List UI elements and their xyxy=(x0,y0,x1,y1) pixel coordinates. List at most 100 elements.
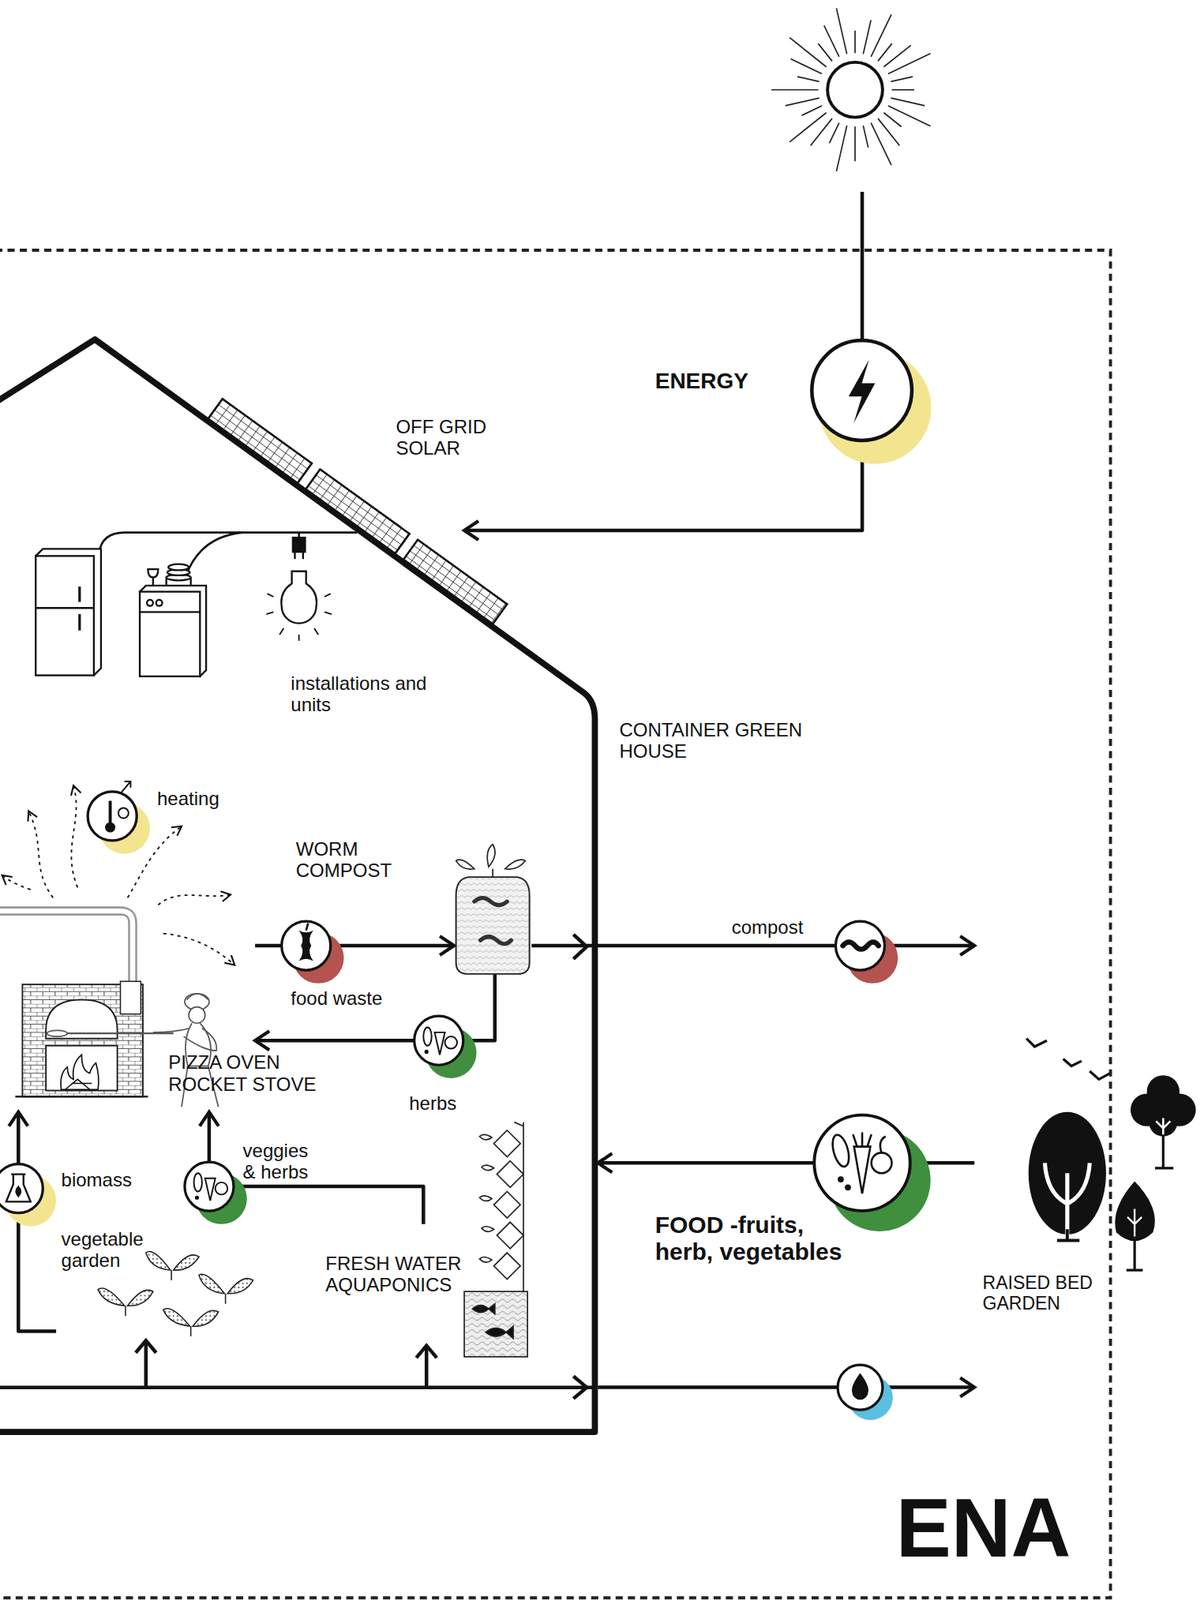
sun xyxy=(860,191,865,340)
food-icon xyxy=(871,1152,893,1174)
sun xyxy=(892,89,915,91)
vegetable-garden-leaves xyxy=(97,1251,253,1337)
vegetable-garden-leaves xyxy=(198,1274,253,1304)
pizza-oven xyxy=(0,911,133,988)
solar-node: OFF GRID SOLAR xyxy=(213,393,465,605)
sun xyxy=(817,43,833,61)
food-icon xyxy=(813,1115,931,1232)
worm-compost-jar-shape xyxy=(456,844,526,878)
solar-panels xyxy=(305,469,409,555)
appliances xyxy=(168,564,189,571)
sun xyxy=(789,37,826,68)
veggies-herbs-icon xyxy=(195,1196,199,1201)
food-icon xyxy=(854,1147,871,1194)
water-lines xyxy=(135,1340,157,1354)
aquaponics-drawing xyxy=(494,1192,522,1220)
worm-compost-jar-shape xyxy=(474,898,507,906)
food-waste-icon xyxy=(281,921,345,984)
sun xyxy=(771,7,931,340)
chef-figure xyxy=(187,993,209,1001)
sun xyxy=(785,97,820,106)
chef-figure xyxy=(46,1030,68,1037)
energy-circle-shape xyxy=(812,341,913,442)
food-waste-icon xyxy=(281,921,331,971)
water-lines xyxy=(416,1346,437,1359)
sun xyxy=(862,125,868,148)
food-icon xyxy=(829,1133,852,1170)
vegetable-garden-leaves xyxy=(163,1309,219,1337)
appliances xyxy=(146,600,154,607)
annotation-label: heating xyxy=(157,787,220,810)
pizza-oven xyxy=(65,1079,93,1090)
biomass-icon xyxy=(6,1174,31,1203)
aquaponics-drawing xyxy=(472,1304,495,1315)
heat-arrows xyxy=(163,933,235,966)
heating-icon xyxy=(105,822,116,833)
pizza-oven xyxy=(0,911,148,1097)
herbs-icon xyxy=(414,1016,464,1066)
wires xyxy=(98,532,357,578)
sun xyxy=(862,20,871,55)
aquaponics-drawing xyxy=(485,1326,514,1340)
chef-figure xyxy=(188,1007,206,1024)
sun xyxy=(890,97,925,106)
veggies-herbs-icon xyxy=(215,1182,229,1196)
aquaponics-node: FRESH WATER AQUAPONICS xyxy=(321,1224,536,1360)
chef-figure xyxy=(61,1032,174,1035)
trees xyxy=(1057,1229,1080,1241)
node-label: PIZZA OVEN ROCKET STOVE xyxy=(168,1051,327,1095)
sun xyxy=(789,112,826,143)
trees xyxy=(1026,1038,1111,1081)
sun xyxy=(888,105,931,127)
water-lines xyxy=(0,934,594,1400)
trees xyxy=(1126,1204,1144,1271)
veggies-herbs-icon xyxy=(184,1162,248,1225)
node-label: WORM COMPOST xyxy=(296,838,403,882)
aquaponics-drawing xyxy=(479,1134,494,1263)
compost-icon xyxy=(835,921,898,984)
sun xyxy=(836,7,847,54)
heating-icon xyxy=(108,801,113,824)
boundary-region-shape xyxy=(0,250,1111,1598)
food-waste-icon xyxy=(299,930,314,962)
appliances xyxy=(78,614,81,631)
sun xyxy=(877,118,900,146)
vegetable-garden-leaves xyxy=(146,1251,199,1280)
pizza-oven-node: PIZZA OVEN ROCKET STOVE xyxy=(0,897,256,1112)
node-label: CONTAINER GREEN HOUSE xyxy=(618,719,825,762)
appliances xyxy=(292,537,306,552)
sun xyxy=(771,7,931,172)
aquaponics-drawing xyxy=(494,1252,522,1280)
biomass-icon xyxy=(0,1164,43,1214)
sun xyxy=(801,105,822,116)
boundary-region: ENAENERGYCONTAINER GREEN HOUSEOFF GRID S… xyxy=(0,250,1111,1598)
aquaponics-drawing xyxy=(464,1122,528,1358)
veggies-herbs-icon xyxy=(184,1162,234,1212)
trees xyxy=(1152,1112,1174,1169)
solar-panels xyxy=(208,398,508,624)
pizza-oven xyxy=(15,1095,148,1099)
herbs-icon xyxy=(423,1027,432,1046)
sun xyxy=(883,45,911,67)
appliances xyxy=(294,551,303,559)
veggies-herbs-icon xyxy=(205,1178,216,1201)
pizza-oven xyxy=(0,911,133,988)
water-lines xyxy=(144,1341,149,1388)
food-icon xyxy=(844,1184,852,1191)
appliances xyxy=(35,548,102,676)
sun xyxy=(854,30,856,53)
worm-compost-jar-shape xyxy=(453,838,532,975)
food-icon xyxy=(880,1136,886,1154)
biomass-icon xyxy=(15,1185,22,1199)
node-label: OFF GRID SOLAR xyxy=(395,416,507,459)
worm-compost-jar-shape xyxy=(480,937,512,945)
food-icon xyxy=(837,1176,844,1183)
heat-arrows xyxy=(28,810,53,898)
herbs-icon xyxy=(414,1016,477,1079)
vegetable-garden-node: vegetable garden xyxy=(56,1229,266,1342)
annotation-label: installations and units xyxy=(290,672,449,716)
food-icon xyxy=(813,1115,910,1212)
flow-label: compost xyxy=(731,916,804,938)
sun xyxy=(827,62,883,118)
heating-icon xyxy=(118,808,129,819)
